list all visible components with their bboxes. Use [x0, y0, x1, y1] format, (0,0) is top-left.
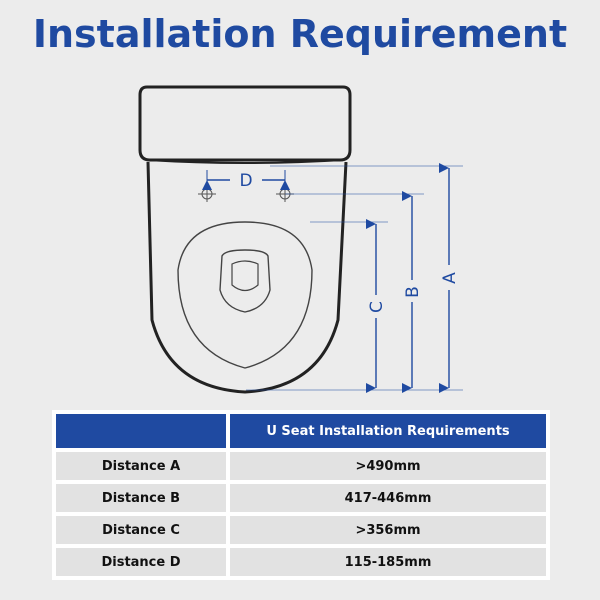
label-d: D	[239, 171, 252, 191]
table-row: Distance D 115-185mm	[56, 548, 546, 576]
row-label: Distance C	[56, 516, 226, 544]
table-row: Distance A >490mm	[56, 452, 546, 480]
toilet-tank	[138, 85, 352, 162]
row-value: 115-185mm	[230, 548, 546, 576]
label-b: B	[403, 286, 423, 298]
table-row: Distance B 417-446mm	[56, 484, 546, 512]
row-value: >356mm	[230, 516, 546, 544]
bowl-inner	[231, 260, 259, 292]
row-label: Distance D	[56, 548, 226, 576]
left-bolt-icon	[198, 186, 216, 202]
table-header-title: U Seat Installation Requirements	[230, 414, 546, 448]
table-header-row: U Seat Installation Requirements	[56, 414, 546, 448]
toilet-diagram: D A B C	[138, 85, 463, 394]
toilet-seat	[177, 221, 313, 369]
row-value: 417-446mm	[230, 484, 546, 512]
label-c: C	[367, 301, 387, 313]
row-label: Distance B	[56, 484, 226, 512]
row-label: Distance A	[56, 452, 226, 480]
requirements-table: U Seat Installation Requirements Distanc…	[52, 410, 550, 580]
page-title: Installation Requirement	[32, 12, 568, 56]
table-header-empty	[56, 414, 226, 448]
row-value: >490mm	[230, 452, 546, 480]
seat-opening	[219, 249, 271, 313]
table-row: Distance C >356mm	[56, 516, 546, 544]
tank-base	[146, 159, 344, 164]
label-a: A	[440, 272, 460, 284]
toilet-bowl	[146, 161, 348, 394]
